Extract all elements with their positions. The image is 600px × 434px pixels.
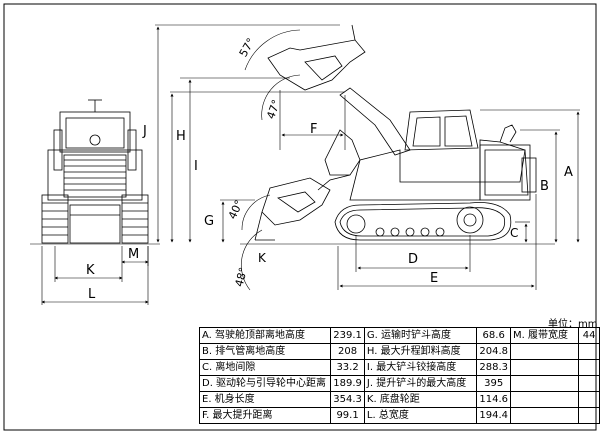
spec-label: G. 运输时铲斗高度 <box>363 327 478 344</box>
spec-label: E. 机身长度 <box>198 391 332 408</box>
spec-label: L. 总宽度 <box>363 407 478 424</box>
spec-value: 68.6 <box>476 327 511 344</box>
angle-label-40: 40° <box>226 198 246 221</box>
side-view <box>240 24 555 245</box>
angle-label-48: 48° <box>233 266 251 288</box>
spec-value: 395 <box>476 375 511 392</box>
spec-label <box>509 343 580 360</box>
dim-label-k: K <box>86 263 95 278</box>
spec-label: A. 驾驶舱顶部离地高度 <box>198 327 332 344</box>
dim-label-h: H <box>176 129 186 144</box>
dim-label-c: C <box>510 226 518 240</box>
spec-label <box>509 407 580 424</box>
dim-label-g: G <box>204 214 214 229</box>
spec-value: 354.3 <box>330 391 365 408</box>
spec-value <box>578 359 600 376</box>
dim-label-j: J <box>142 124 147 139</box>
spec-label <box>509 359 580 376</box>
spec-label: K. 底盘轮距 <box>363 391 478 408</box>
dim-label-k-side: K <box>258 251 267 265</box>
spec-label <box>509 375 580 392</box>
spec-value <box>578 375 600 392</box>
dim-label-l: L <box>88 287 96 302</box>
spec-value: 99.1 <box>330 407 365 424</box>
spec-value: 204.8 <box>476 343 511 360</box>
spec-value: 114.6 <box>476 391 511 408</box>
angle-label-47: 47° <box>264 98 283 121</box>
spec-label: I. 最大铲斗铰接高度 <box>363 359 478 376</box>
spec-label: J. 提升铲斗的最大高度 <box>363 375 478 392</box>
spec-value: 288.3 <box>476 359 511 376</box>
spec-value: 33.2 <box>330 359 365 376</box>
spec-label: C. 离地间隙 <box>198 359 332 376</box>
spec-value: 44 <box>578 327 600 344</box>
spec-value: 208 <box>330 343 365 360</box>
dim-label-a: A <box>564 165 573 180</box>
side-view-dimensions <box>155 24 580 291</box>
spec-label: F. 最大提升距离 <box>198 407 332 424</box>
dim-label-d: D <box>408 252 418 267</box>
dim-label-i: I <box>194 159 198 174</box>
spec-label <box>509 391 580 408</box>
spec-label: D. 驱动轮与引导轮中心距离 <box>198 375 332 392</box>
dim-label-e: E <box>430 271 438 286</box>
angle-label-57: 57° <box>237 36 258 59</box>
unit-label: 单位：mm <box>548 319 598 330</box>
spec-label: H. 最大升程卸料高度 <box>363 343 478 360</box>
dim-label-m: M <box>128 247 139 262</box>
dim-label-b: B <box>540 179 549 194</box>
dim-label-f: F <box>310 122 317 137</box>
spec-label: B. 排气管离地高度 <box>198 343 332 360</box>
spec-value: 194.4 <box>476 407 511 424</box>
front-view-dimensions <box>41 246 149 305</box>
spec-value: 189.9 <box>330 375 365 392</box>
spec-value: 239.1 <box>330 327 365 344</box>
front-view <box>30 99 160 245</box>
spec-label: M. 履带宽度 <box>509 327 580 344</box>
spec-value <box>578 343 600 360</box>
drawing-frame <box>3 3 597 431</box>
spec-value <box>578 391 600 408</box>
spec-value <box>578 407 600 424</box>
